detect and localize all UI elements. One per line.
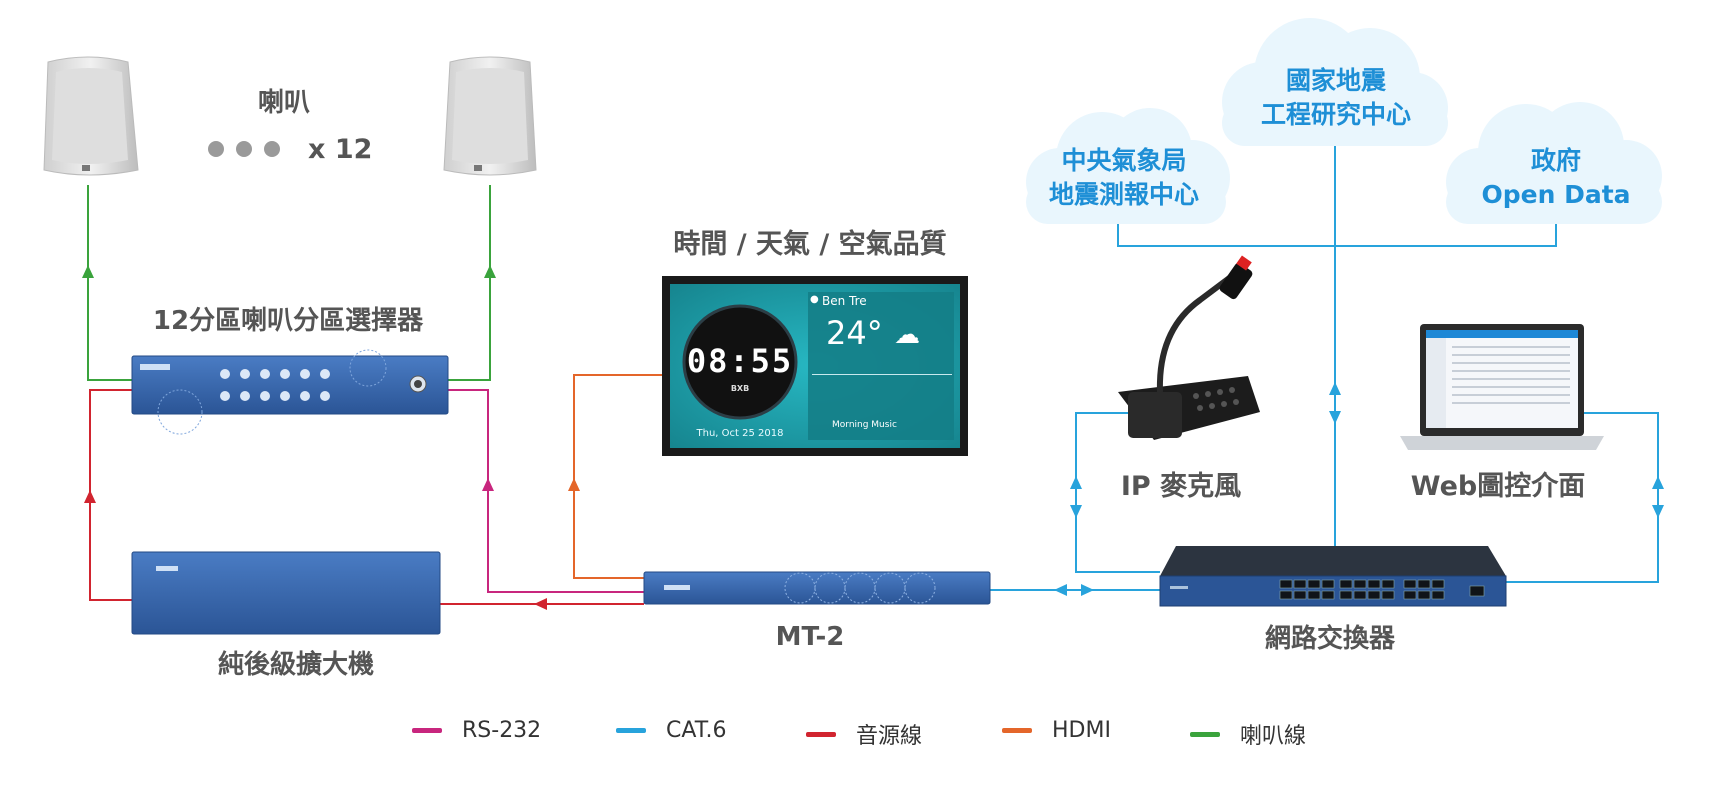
legend-item-audio: 音源線 (806, 718, 922, 750)
legend-label: HDMI (1052, 718, 1111, 743)
screen-city: Ben Tre (822, 294, 867, 308)
zone-selector-device (131, 349, 449, 435)
screen-temperature: 24° (826, 314, 883, 352)
hdmi-wire (573, 374, 662, 579)
display-title: 時間 / 天氣 / 空氣品質 (673, 229, 947, 260)
speaker-count: x 12 (308, 134, 373, 165)
cloud-open-data-text: 政府 Open Data (1481, 144, 1630, 212)
arrow-up-icon (482, 478, 494, 491)
network-switch-device (1159, 546, 1507, 607)
display-screen (662, 276, 968, 456)
legend-swatch (1002, 728, 1032, 733)
legend-label: 音源線 (856, 724, 923, 749)
amplifier-label: 純後級擴大機 (217, 650, 375, 680)
arrow-up-icon (568, 478, 580, 491)
arrow-up-icon (84, 490, 96, 503)
arrow-left-icon (534, 598, 547, 610)
cloud-cwb (1026, 108, 1230, 224)
speaker-wires (87, 185, 491, 381)
rain-cloud-icon: ☁ (894, 320, 920, 350)
screen-brand: BXB (730, 384, 750, 393)
arrow-up-icon (484, 265, 496, 278)
speaker-left (43, 56, 139, 176)
zone-selector-label: 12分區喇叭分區選擇器 (152, 306, 424, 336)
speakers-label: 喇叭 (258, 88, 311, 118)
mt2-device (643, 571, 991, 605)
mt2-label: MT-2 (775, 622, 845, 652)
cat6-wires (990, 144, 1659, 591)
screen-music: Morning Music (832, 420, 897, 430)
legend-swatch (616, 728, 646, 733)
legend-label: 喇叭線 (1240, 724, 1307, 749)
more-dots-icon (208, 141, 280, 157)
web-ui-label: Web圖控介面 (1410, 471, 1586, 502)
laptop-web-ui (1400, 324, 1604, 450)
rs232-wires (448, 389, 644, 593)
cloud-cwb-line1: 中央氣象局 (1061, 146, 1187, 175)
legend-swatch (412, 728, 442, 733)
legend-swatch (806, 731, 836, 737)
legend-swatch (1190, 731, 1220, 737)
switch-label: 網路交換器 (1264, 624, 1396, 654)
cloud-open-data (1446, 102, 1662, 224)
amplifier-device (131, 551, 441, 635)
legend-item-speaker: 喇叭線 (1190, 718, 1306, 750)
legend: RS-232 CAT.6 音源線 HDMI 喇叭線 (0, 718, 1709, 758)
legend-item-cat6: CAT.6 (616, 718, 727, 743)
screen-clock: 08:55 (686, 342, 794, 380)
speaker-right (443, 56, 537, 176)
arrow-up-icon (82, 265, 94, 278)
cat6-arrows (1054, 382, 1664, 596)
cloud-ncree-line1: 國家地震 (1285, 66, 1387, 95)
cloud-open-data-line2: Open Data (1481, 180, 1631, 209)
ip-mic-label: IP 麥克風 (1120, 471, 1242, 502)
cloud-cwb-line2: 地震測報中心 (1048, 180, 1200, 209)
legend-item-rs232: RS-232 (412, 718, 541, 743)
cloud-ncree (1222, 18, 1448, 146)
cloud-ncree-text: 國家地震 工程研究中心 (1261, 64, 1411, 132)
location-icon: ● (810, 294, 819, 305)
ip-microphone-device (1118, 255, 1260, 440)
legend-item-hdmi: HDMI (1002, 718, 1111, 743)
legend-label: RS-232 (462, 718, 542, 743)
screen-date: Thu, Oct 25 2018 (696, 428, 784, 439)
legend-label: CAT.6 (666, 718, 727, 743)
cloud-cwb-text: 中央氣象局 地震測報中心 (1049, 144, 1199, 212)
cloud-ncree-line2: 工程研究中心 (1260, 100, 1412, 129)
cloud-open-data-line1: 政府 (1530, 146, 1581, 175)
